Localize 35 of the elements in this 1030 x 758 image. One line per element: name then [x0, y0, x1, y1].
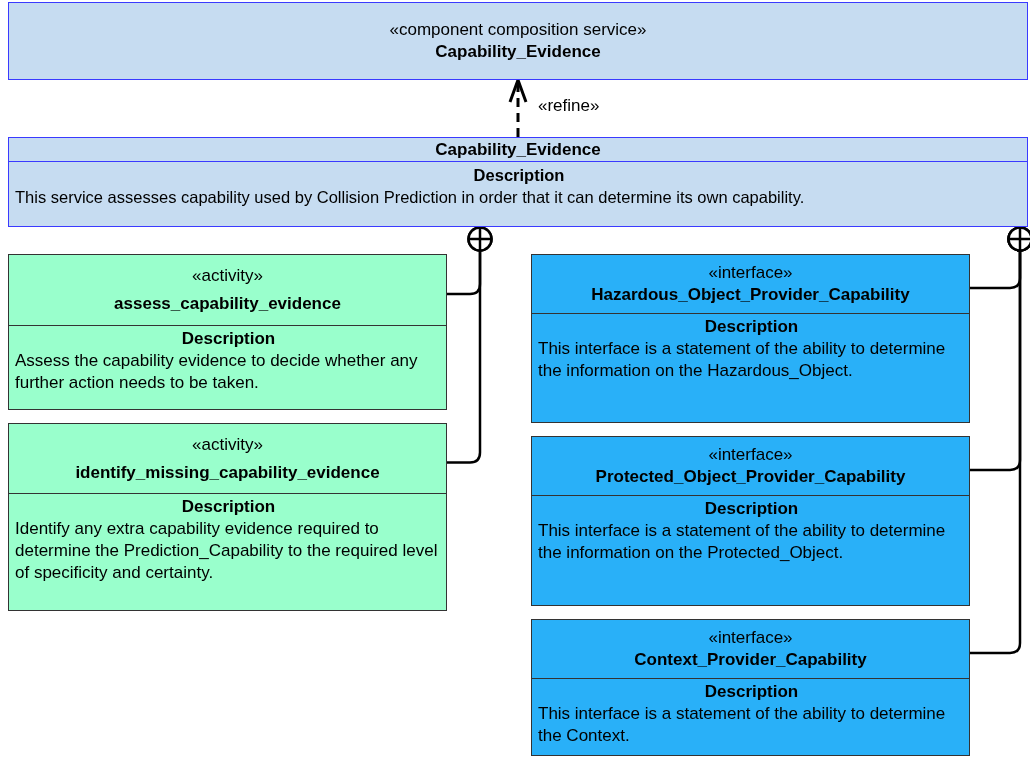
element-name: Capability_Evidence — [435, 41, 601, 63]
description-text: This interface is a statement of the ability to determine the information on the Hazardous_Object. — [538, 338, 947, 382]
description-text: Assess the capability evidence to decide whether any further action needs to be taken. — [15, 350, 419, 394]
stereotype-label: «interface» — [708, 444, 793, 466]
containment-connector — [970, 226, 1030, 655]
description-text: This interface is a statement of the ability to determine the information on the Protected_Object. — [538, 520, 947, 564]
interface-box — [531, 254, 970, 423]
element-name: identify_missing_capability_evidence — [75, 461, 380, 484]
section-heading: Description — [180, 496, 277, 518]
element-name: Protected_Object_Provider_Capability — [595, 466, 906, 488]
description-text: This interface is a statement of the ability to determine the Context. — [538, 703, 947, 747]
description-text: This service assesses capability used by Collision Prediction in order that it can determine its own capability. — [15, 187, 806, 208]
interface-box — [531, 619, 970, 756]
section-heading: Description — [703, 498, 800, 520]
section-heading: Description — [180, 328, 277, 350]
activity-box — [8, 254, 447, 410]
element-name: Context_Provider_Capability — [634, 649, 867, 671]
stereotype-label: «interface» — [708, 627, 793, 649]
section-heading: Description — [703, 316, 800, 338]
description-text: Identify any extra capability evidence required to determine the Prediction_Capability to the required level of specificity and certainty. — [15, 518, 439, 584]
activity-box — [8, 423, 447, 611]
containment-connector — [447, 226, 493, 464]
element-name: assess_capability_evidence — [114, 293, 341, 315]
stereotype-label: «activity» — [192, 433, 263, 456]
element-name: Hazardous_Object_Provider_Capability — [591, 284, 910, 306]
dependency-arrow — [508, 78, 528, 137]
class-box — [8, 137, 1028, 227]
section-heading: Description — [472, 165, 566, 186]
interface-box — [531, 436, 970, 606]
stereotype-label: «component composition service» — [389, 19, 647, 41]
stereotype-label: «interface» — [708, 262, 793, 284]
service-box — [8, 2, 1028, 80]
section-heading: Description — [703, 681, 800, 703]
element-name: Capability_Evidence — [435, 138, 601, 161]
stereotype-label: «activity» — [192, 265, 263, 287]
